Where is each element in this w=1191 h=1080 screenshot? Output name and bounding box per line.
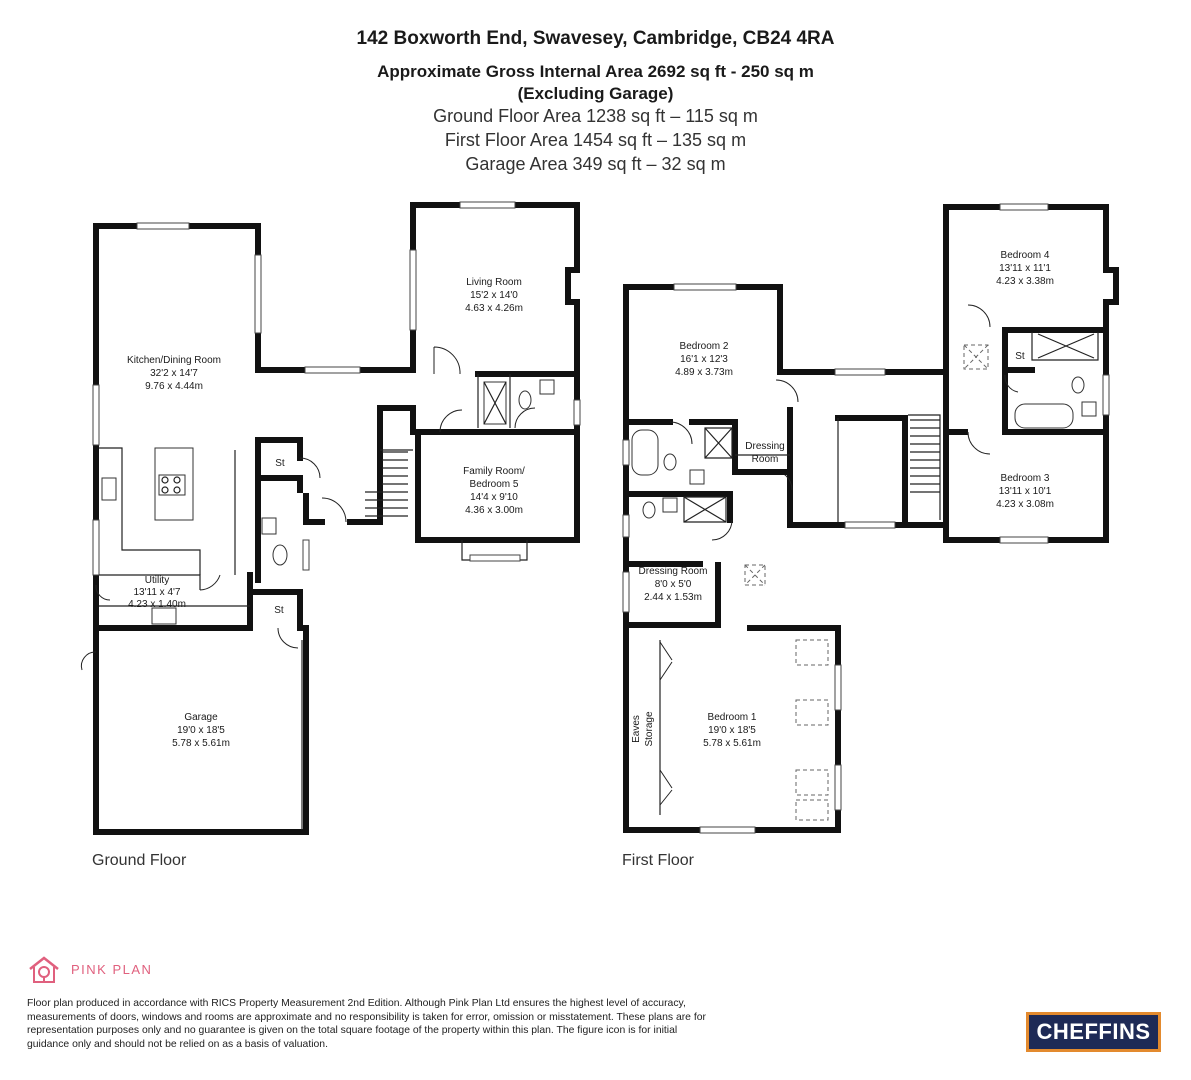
utility-imperial: 13'11 x 4'7 bbox=[133, 587, 180, 598]
garage-imperial: 19'0 x 18'5 bbox=[177, 725, 225, 736]
family-name1: Family Room/ bbox=[463, 466, 525, 477]
gross-area-line2: (Excluding Garage) bbox=[517, 84, 674, 103]
bedroom1-name: Bedroom 1 bbox=[708, 712, 757, 723]
first-floor-label: First Floor bbox=[622, 852, 694, 869]
first-stairs bbox=[908, 414, 941, 520]
family-metric: 4.36 x 3.00m bbox=[465, 505, 523, 516]
bedroom2-metric: 4.89 x 3.73m bbox=[675, 367, 733, 378]
kitchen-imperial: 32'2 x 14'7 bbox=[150, 368, 198, 379]
store-label-1: St bbox=[275, 458, 285, 469]
ground-floor-label: Ground Floor bbox=[92, 852, 187, 869]
bedroom1-metric: 5.78 x 5.61m bbox=[703, 738, 761, 749]
kitchen-name: Kitchen/Dining Room bbox=[127, 355, 221, 366]
living-imperial: 15'2 x 14'0 bbox=[470, 290, 518, 301]
utility-metric: 4.23 x 1.40m bbox=[128, 599, 186, 610]
cheffins-logo: CHEFFINS bbox=[1026, 1012, 1161, 1052]
store-label-3: St bbox=[1015, 351, 1025, 362]
gross-area: Approximate Gross Internal Area 2692 sq … bbox=[0, 61, 1191, 105]
dressing-metric: 2.44 x 1.53m bbox=[644, 592, 702, 603]
dressing-small-name1: Dressing bbox=[745, 441, 784, 452]
bedroom3-metric: 4.23 x 3.08m bbox=[996, 499, 1054, 510]
bedroom3-name: Bedroom 3 bbox=[1001, 473, 1050, 484]
dressing-name: Dressing Room bbox=[639, 566, 708, 577]
bedroom3-imperial: 13'11 x 10'1 bbox=[999, 486, 1052, 497]
dressing-imperial: 8'0 x 5'0 bbox=[655, 579, 692, 590]
living-metric: 4.63 x 4.26m bbox=[465, 303, 523, 314]
bedroom2-imperial: 16'1 x 12'3 bbox=[680, 354, 728, 365]
bedroom4-name: Bedroom 4 bbox=[1001, 250, 1050, 261]
pink-plan-logo-icon bbox=[29, 956, 59, 983]
family-imperial: 14'4 x 9'10 bbox=[470, 492, 518, 503]
store-label-2: St bbox=[274, 605, 284, 616]
property-address: 142 Boxworth End, Swavesey, Cambridge, C… bbox=[356, 28, 835, 49]
eaves-name2: Storage bbox=[644, 711, 655, 746]
bedroom2-name: Bedroom 2 bbox=[680, 341, 729, 352]
utility-name: Utility bbox=[145, 575, 169, 586]
living-name: Living Room bbox=[466, 277, 522, 288]
ground-floor-plan: Kitchen/Dining Room 32'2 x 14'7 9.76 x 4… bbox=[80, 201, 581, 835]
first-floor-area: First Floor Area 1454 sq ft – 135 sq m bbox=[444, 130, 747, 150]
garage-name: Garage bbox=[184, 712, 218, 723]
gross-area-line1: Approximate Gross Internal Area 2692 sq … bbox=[377, 62, 814, 81]
bedroom1-imperial: 19'0 x 18'5 bbox=[708, 725, 756, 736]
bedroom4-imperial: 13'11 x 11'1 bbox=[999, 263, 1051, 274]
dressing-small-name2: Room bbox=[752, 454, 779, 465]
pink-plan-brand: PINK PLAN bbox=[71, 962, 153, 977]
family-name2: Bedroom 5 bbox=[470, 479, 519, 490]
kitchen-metric: 9.76 x 4.44m bbox=[145, 381, 203, 392]
bedroom4-metric: 4.23 x 3.38m bbox=[996, 276, 1054, 287]
disclaimer-text: Floor plan produced in accordance with R… bbox=[27, 998, 706, 1050]
eaves-name1: Eaves bbox=[631, 715, 642, 743]
garage-area: Garage Area 349 sq ft – 32 sq m bbox=[465, 154, 726, 174]
first-floor-plan: Bedroom 2 16'1 x 12'3 4.89 x 3.73m Bedro… bbox=[622, 203, 1119, 834]
ground-floor-area: Ground Floor Area 1238 sq ft – 115 sq m bbox=[433, 106, 758, 126]
ground-stairs bbox=[365, 451, 408, 517]
garage-metric: 5.78 x 5.61m bbox=[172, 738, 230, 749]
